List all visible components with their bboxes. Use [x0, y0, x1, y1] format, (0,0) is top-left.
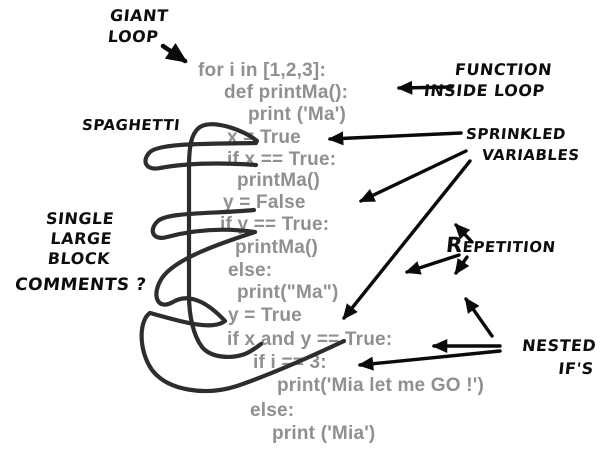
code-line: y = False: [223, 192, 306, 213]
code-line: def printMa():: [224, 82, 349, 103]
code-line: print("Ma"): [237, 282, 339, 303]
label-single-large-block: SINGLE LARGE BLOCK: [45, 209, 116, 268]
label-function: FUNCTION: [454, 60, 553, 79]
repetition-arrow-down-icon: [454, 255, 470, 275]
label-inside-loop: INSIDE LOOP: [423, 81, 546, 100]
nested-ifs-arrow-if-i-icon: [357, 349, 502, 371]
label-giant-loop: GIANT LOOP: [106, 6, 170, 46]
code-line: printMa(): [237, 170, 321, 191]
code-line: else:: [250, 400, 295, 421]
nested-ifs-arrow-up-icon: [464, 297, 494, 338]
label-comments: COMMENTS ?: [14, 275, 148, 295]
label-spaghetti: SPAGHETTI: [81, 116, 182, 134]
code-line: print ('Ma'): [248, 104, 346, 125]
sprinkled-arrow-x-true-icon: [327, 131, 463, 146]
code-line: y = True: [228, 305, 302, 326]
code-line: if x == True:: [227, 149, 337, 170]
code-line: for i in [1,2,3]:: [198, 60, 326, 81]
label-nested-ifs: NESTED IF'S: [521, 336, 598, 378]
label-repetition: REPETITION: [444, 233, 557, 257]
code-line: printMa(): [235, 237, 319, 258]
code-line: if i == 3:: [253, 352, 327, 373]
code-line: print ('Mia'): [272, 423, 376, 444]
giant-loop-arrow-icon: [160, 43, 188, 64]
code-line: print('Mia let me GO !'): [277, 375, 485, 396]
sprinkled-arrow-y-false-icon: [358, 149, 468, 203]
code-line: else:: [228, 260, 273, 281]
label-variables: VARIABLES: [481, 146, 581, 164]
label-sprinkled: SPRINKLED: [465, 125, 567, 143]
code-line: if y == True:: [220, 214, 330, 235]
code-line: x = True: [227, 127, 301, 148]
code-line: if x and y == True:: [227, 329, 393, 350]
